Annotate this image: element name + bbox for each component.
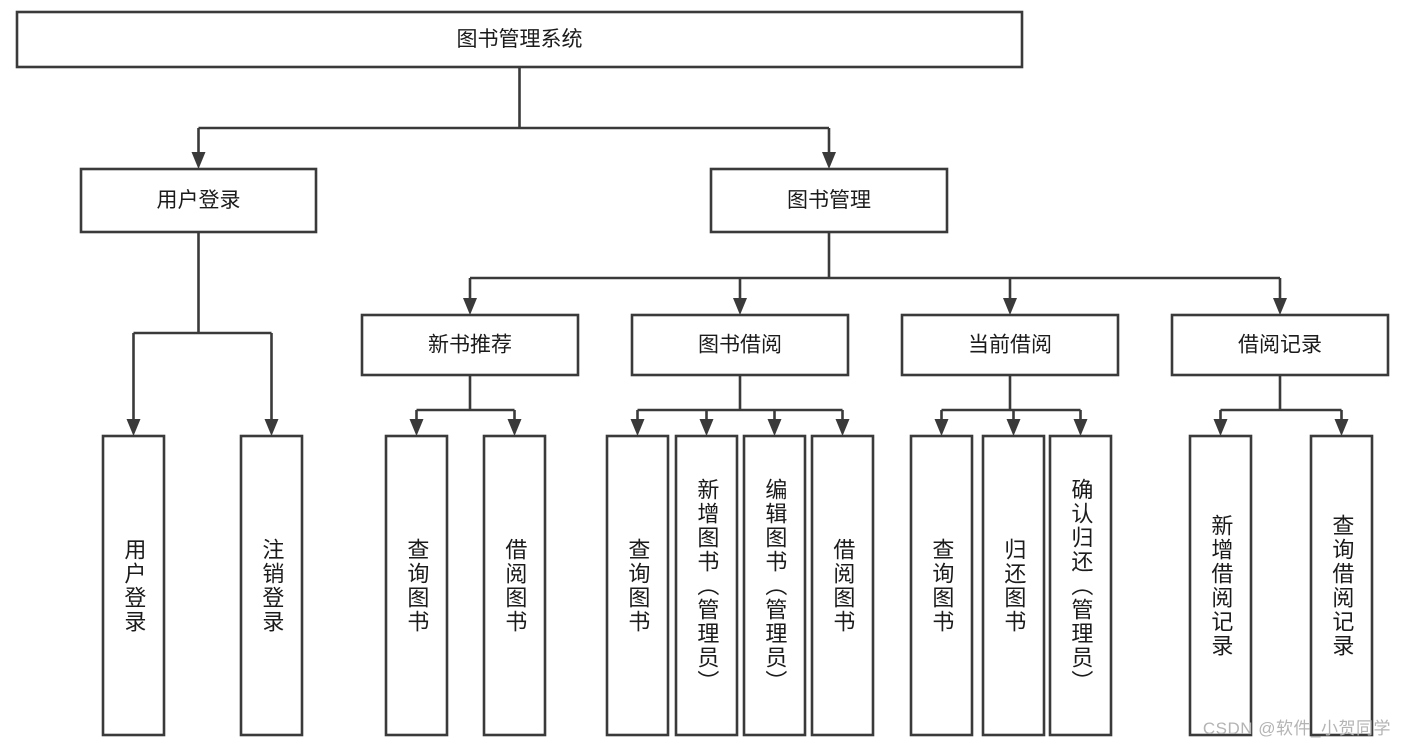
node-level3-3-label: 借阅记录 <box>1238 334 1322 357</box>
node-level2-1-label: 图书管理 <box>787 189 871 212</box>
node-leaf-box-11 <box>1188 434 1253 737</box>
node-leaf-box-2 <box>384 434 449 737</box>
arrow-down-icon-level3-1 <box>733 298 747 315</box>
arrow-down-icon-leaf-4 <box>630 419 645 436</box>
arrow-down-icon-leaf-0 <box>126 419 141 436</box>
node-box-layer <box>15 10 1390 737</box>
arrow-down-icon-leaf-2 <box>409 419 424 436</box>
arrow-down-icon-leaf-5 <box>699 419 714 436</box>
node-leaf-box-0 <box>101 434 166 737</box>
node-level3-box-2 <box>900 313 1120 377</box>
arrow-down-icon-leaf-8 <box>934 419 949 436</box>
node-level3-0-label: 新书推荐 <box>428 334 512 357</box>
node-level2-box-0 <box>79 167 318 234</box>
node-root-label: 图书管理系统 <box>457 28 583 51</box>
node-leaf-box-1 <box>239 434 304 737</box>
arrow-down-icon-leaf-9 <box>1006 419 1021 436</box>
node-leaf-box-9 <box>981 434 1046 737</box>
connector-layer <box>126 67 1349 436</box>
arrow-down-icon-level2-1 <box>822 152 836 169</box>
arrow-down-icon-leaf-6 <box>767 419 782 436</box>
node-level3-box-3 <box>1170 313 1390 377</box>
node-level3-box-1 <box>630 313 850 377</box>
arrow-down-icon-leaf-10 <box>1073 419 1088 436</box>
node-leaf-box-10 <box>1048 434 1113 737</box>
node-leaf-box-6 <box>742 434 807 737</box>
arrow-down-icon-leaf-12 <box>1334 419 1349 436</box>
node-level3-1-label: 图书借阅 <box>698 334 782 357</box>
arrow-down-icon-level3-2 <box>1003 298 1017 315</box>
arrow-down-icon-leaf-3 <box>507 419 522 436</box>
arrow-down-icon-leaf-7 <box>835 419 850 436</box>
node-leaf-box-4 <box>605 434 670 737</box>
arrow-down-icon-level3-0 <box>463 298 477 315</box>
node-leaf-box-3 <box>482 434 547 737</box>
node-leaf-box-12 <box>1309 434 1374 737</box>
arrow-down-icon-leaf-1 <box>264 419 279 436</box>
node-level3-box-0 <box>360 313 580 377</box>
node-leaf-box-8 <box>909 434 974 737</box>
arrow-down-icon-leaf-11 <box>1213 419 1228 436</box>
node-level3-2-label: 当前借阅 <box>968 334 1052 357</box>
watermark: CSDN @软件_小贺同学 <box>1202 719 1391 738</box>
node-root-box <box>15 10 1024 69</box>
node-leaf-box-7 <box>810 434 875 737</box>
node-level2-0-label: 用户登录 <box>157 189 241 212</box>
node-leaf-box-5 <box>674 434 739 737</box>
arrow-down-icon-level3-3 <box>1273 298 1287 315</box>
node-level2-box-1 <box>709 167 949 234</box>
arrow-down-icon-level2-0 <box>191 152 206 169</box>
